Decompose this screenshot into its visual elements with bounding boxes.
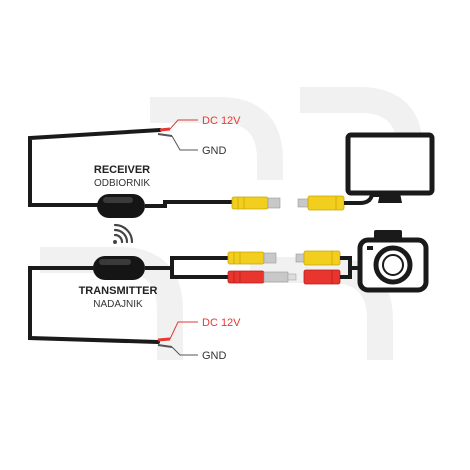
transmitter-rca-plug-yellow: [227, 251, 277, 265]
transmitter-power-cable: [28, 266, 198, 356]
monitor-rca-socket-yellow: [297, 195, 345, 211]
transmitter-gnd-label: GND: [202, 350, 227, 362]
receiver-rca-plug-yellow: [231, 196, 281, 210]
receiver-dc-label: DC 12V: [202, 115, 241, 127]
transmitter-title: TRANSMITTER: [79, 285, 158, 297]
receiver-power-cable: [28, 119, 198, 207]
receiver-subtitle: ODBIORNIK: [94, 178, 150, 189]
transmitter-module: [93, 256, 145, 280]
monitor-icon: [345, 132, 435, 203]
transmitter-rca-plug-red: [227, 270, 297, 284]
transmitter-subtitle: NADAJNIK: [93, 299, 143, 310]
receiver-video-cable: [145, 200, 232, 208]
receiver-gnd-label: GND: [202, 145, 227, 157]
receiver-title: RECEIVER: [94, 164, 150, 176]
transmitter-dc-label: DC 12V: [202, 317, 241, 329]
receiver-module: [97, 194, 145, 218]
camera-rca-socket-red: [303, 269, 341, 285]
transmitter-video-cable: [145, 256, 228, 279]
camera-icon: [357, 230, 429, 293]
wireless-signal-icon: [113, 223, 134, 244]
camera-rca-socket-yellow: [295, 250, 341, 266]
